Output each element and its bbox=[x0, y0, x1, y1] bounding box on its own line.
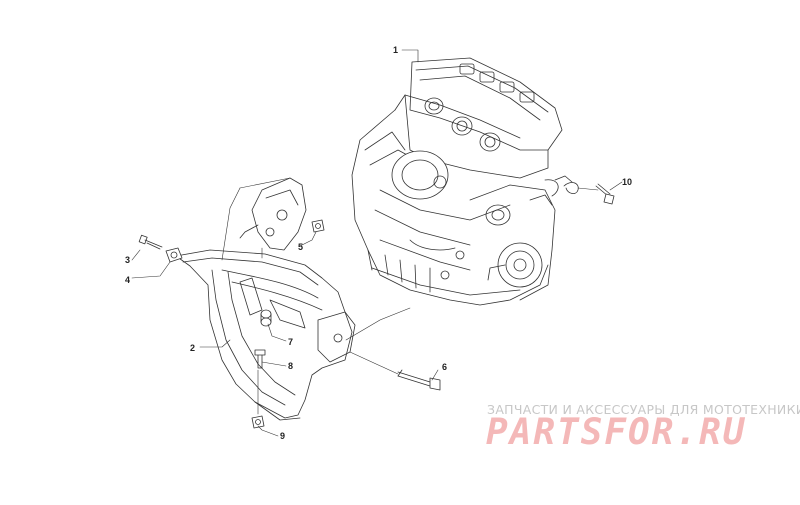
leader-lines bbox=[131, 49, 623, 437]
watermark-logo: PARTSFOR.RU bbox=[486, 412, 747, 453]
callout-7: 7 bbox=[288, 337, 294, 347]
callout-2: 2 bbox=[190, 343, 196, 353]
callout-8: 8 bbox=[288, 361, 294, 371]
callout-5: 5 bbox=[298, 242, 304, 252]
callout-4: 4 bbox=[125, 275, 131, 285]
fasteners bbox=[138, 182, 615, 429]
upper-mount-bracket bbox=[239, 177, 307, 251]
callout-6: 6 bbox=[442, 362, 448, 372]
engine-cradle bbox=[175, 249, 356, 421]
callout-3: 3 bbox=[125, 255, 131, 265]
callout-10: 10 bbox=[622, 177, 633, 187]
engine-assembly bbox=[351, 57, 573, 306]
callout-1: 1 bbox=[393, 45, 399, 55]
watermark-tagline: ЗАПЧАСТИ И АКСЕССУАРЫ ДЛЯ МОТОТЕХНИКИ bbox=[487, 402, 800, 417]
callout-9: 9 bbox=[280, 431, 286, 441]
